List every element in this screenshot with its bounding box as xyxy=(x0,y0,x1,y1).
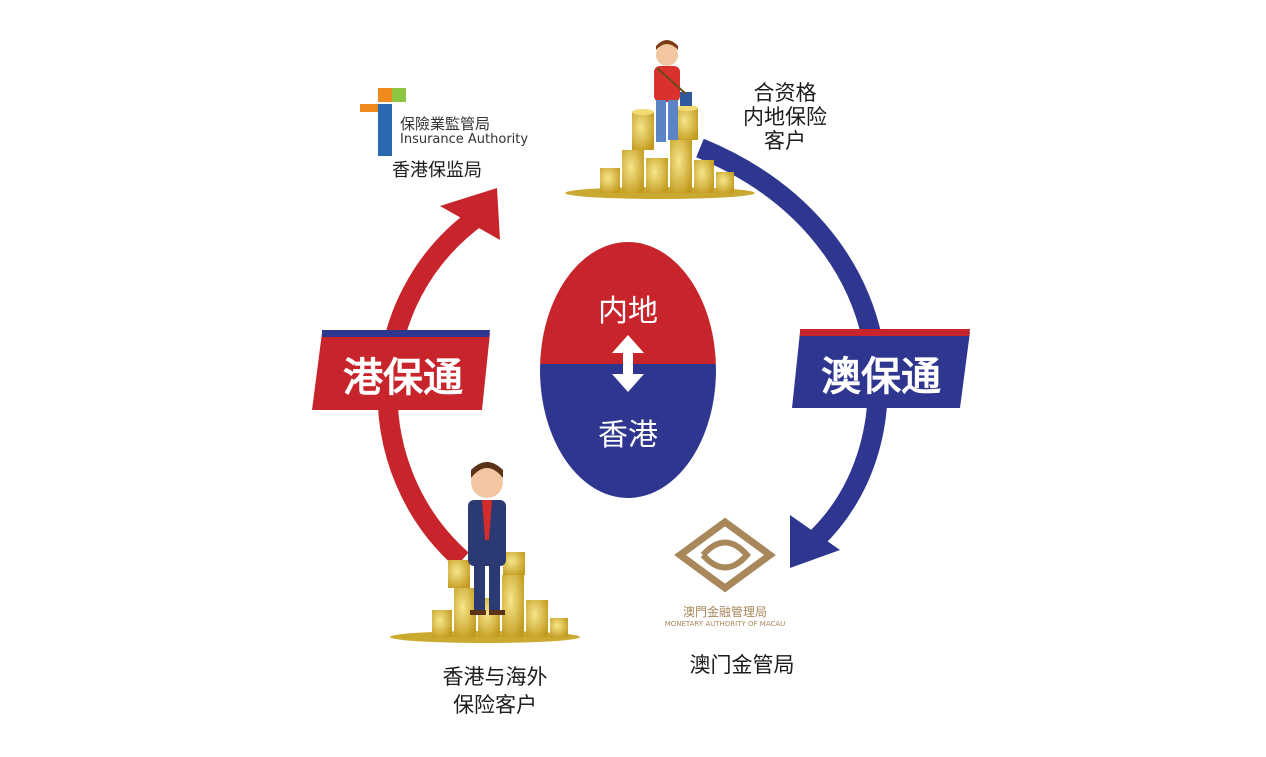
ia-logo-cn: 保險業監管局 xyxy=(400,115,491,133)
mainland-customer-figure xyxy=(654,40,692,142)
mainland-customer-label-line3: 客户 xyxy=(764,129,806,153)
bidirectional-arrow-icon xyxy=(612,335,644,392)
insurance-authority-logo-icon xyxy=(360,88,406,156)
amcm-logo-cn: 澳門金融管理局 xyxy=(682,605,767,619)
hk-customer-label-line2: 保险客户 xyxy=(453,693,537,717)
right-banner xyxy=(792,329,970,408)
left-banner xyxy=(312,330,490,410)
ia-label: 香港保监局 xyxy=(392,160,482,181)
mainland-customer-label-line2: 内地保险 xyxy=(743,105,827,129)
amcm-logo-en: MONETARY AUTHORITY OF MACAU xyxy=(664,620,786,628)
coin-pile-top xyxy=(565,105,755,199)
hk-customer-figure xyxy=(468,462,506,615)
right-banner-label: 澳保通 xyxy=(821,354,941,400)
mainland-customer-label-line1: 合资格 xyxy=(753,81,817,105)
center-top-label: 内地 xyxy=(598,294,658,329)
blue-flow-arrowhead xyxy=(790,515,840,568)
amcm-logo-icon xyxy=(674,517,776,593)
hk-customer-label-line1: 香港与海外 xyxy=(442,665,548,689)
left-banner-label: 港保通 xyxy=(343,355,463,401)
center-bottom-label: 香港 xyxy=(598,418,658,453)
red-flow-arrowhead xyxy=(440,188,500,240)
ia-logo-en: Insurance Authority xyxy=(400,132,529,147)
amcm-label: 澳门金管局 xyxy=(689,653,795,677)
